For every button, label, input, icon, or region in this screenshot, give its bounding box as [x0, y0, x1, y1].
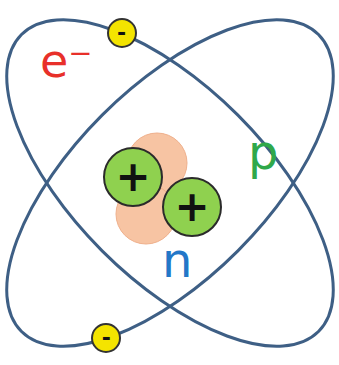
electron: -: [107, 18, 137, 48]
charge-sign: +: [115, 156, 150, 198]
electron-label: e⁻: [40, 38, 93, 84]
proton: +: [162, 177, 223, 238]
charge-sign: +: [174, 186, 209, 228]
charge-sign: -: [117, 22, 126, 44]
charge-sign: -: [102, 327, 111, 349]
proton-label: p: [248, 128, 278, 176]
electron: -: [91, 323, 121, 353]
neutron-label: n: [162, 236, 192, 284]
